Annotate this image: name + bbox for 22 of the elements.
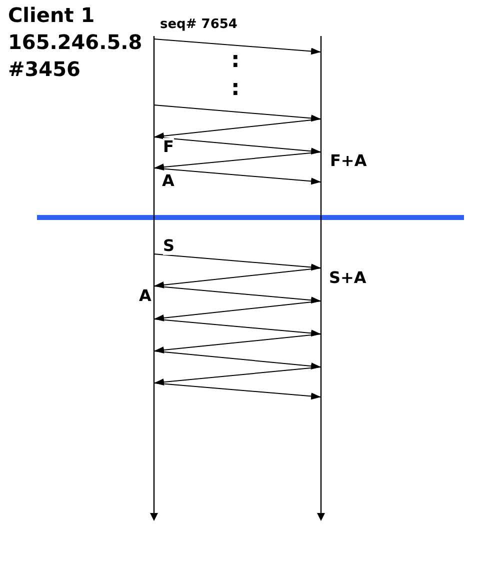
message-arrow — [154, 318, 322, 337]
message-arrow — [154, 254, 322, 271]
message-arrow — [154, 104, 322, 122]
message-arrow — [154, 366, 322, 386]
message-arrow — [154, 152, 322, 171]
message-arrow — [154, 168, 322, 185]
message-label: seq# 7654 — [160, 17, 238, 32]
port-number: #3456 — [8, 56, 80, 83]
continuation-dots: : — [231, 78, 240, 100]
message-label: S — [163, 237, 175, 255]
message-arrow — [154, 300, 322, 322]
message-arrow — [154, 350, 322, 370]
message-arrow — [154, 334, 322, 354]
message-arrow — [154, 38, 322, 55]
message-arrow — [154, 382, 322, 400]
message-arrow — [154, 118, 322, 140]
message-arrow — [154, 268, 322, 288]
message-arrow — [154, 286, 322, 304]
participant-name: Client 1 — [8, 2, 95, 29]
continuation-dots: : — [231, 50, 240, 72]
ip-address: 165.246.5.8 — [8, 29, 142, 56]
message-arrow — [154, 136, 322, 155]
